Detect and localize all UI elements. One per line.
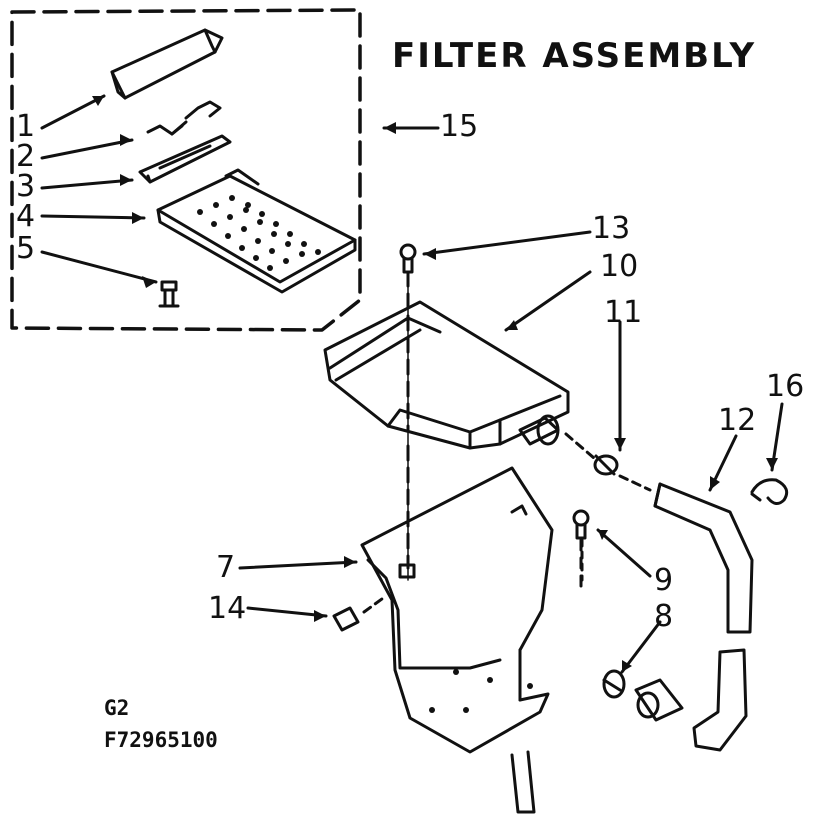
callout-16: 16 [766, 369, 805, 404]
callout-15: 15 [440, 109, 479, 144]
callout-2: 2 [16, 139, 36, 174]
callout-7: 7 [216, 550, 236, 585]
callout-14: 14 [208, 591, 247, 626]
part-16-clip [750, 478, 789, 505]
callout-12: 12 [718, 403, 757, 438]
callout-13: 13 [592, 211, 631, 246]
part-code: F72965100 [104, 728, 218, 752]
part-7-holes [429, 669, 533, 713]
callout-3: 3 [16, 169, 36, 204]
part-9-screw [572, 509, 590, 540]
callout-1: 1 [16, 109, 36, 144]
callout-5: 5 [16, 231, 36, 266]
part-7-bracket [360, 466, 554, 754]
part-11-clamp [593, 454, 619, 476]
part-4-filter-screen [156, 168, 357, 294]
part-8-clamp [602, 669, 626, 699]
part-10-filter-housing [323, 300, 570, 450]
part-4-screen-holes [197, 195, 321, 271]
part-13-screw [399, 243, 417, 274]
callout-10: 10 [600, 249, 639, 284]
part-12-hose [653, 482, 754, 634]
diagram-title: FILTER ASSEMBLY [392, 36, 757, 76]
part-2-spring-clip [146, 100, 222, 136]
group-label: G2 [104, 696, 130, 720]
part-1-filter-cover [110, 28, 224, 100]
lower-hose [634, 648, 748, 752]
callout-8: 8 [654, 599, 674, 634]
part-14-clip [332, 606, 360, 632]
callout-11: 11 [604, 295, 643, 330]
group-15-box [10, 8, 362, 332]
part-5-screw [158, 280, 180, 308]
callout-4: 4 [16, 199, 36, 234]
part-3-retainer [138, 134, 232, 184]
callout-9: 9 [654, 563, 674, 598]
